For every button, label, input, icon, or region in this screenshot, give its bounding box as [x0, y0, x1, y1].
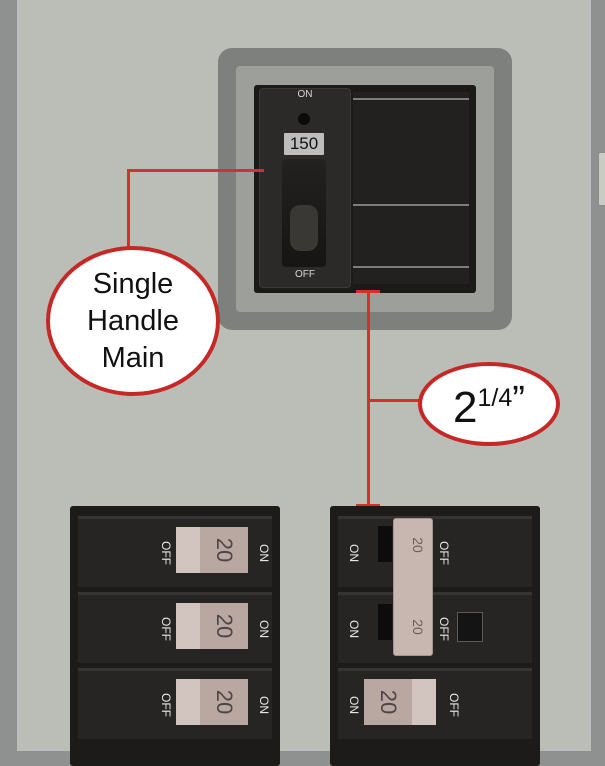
breaker-off-label: OFF — [159, 617, 173, 641]
main-breaker-off-label: OFF — [295, 269, 315, 280]
dimension-leader — [367, 399, 421, 402]
tandem-tie-bar: 20 20 — [393, 518, 433, 656]
branch-breakers-right: ON OFF ON OFF ON 20 OFF — [330, 506, 540, 766]
breaker-on-label: ON — [347, 696, 361, 714]
panel-edge-tab — [598, 152, 605, 206]
branch-breaker: ON OFF — [338, 516, 532, 587]
breaker-handle: 20 — [176, 527, 248, 573]
breaker-on-label: ON — [257, 696, 271, 714]
branch-breaker: OFF 20 ON — [78, 668, 272, 739]
main-callout-leader-vertical — [127, 169, 130, 249]
main-breaker-on-label: ON — [297, 89, 313, 100]
breaker-handle-face: 20 — [200, 603, 248, 649]
breaker-handle-shade — [176, 603, 200, 649]
main-breaker-indicator-dot — [298, 113, 310, 125]
main-breaker-rating: 150 — [284, 133, 324, 155]
breaker-rating: 20 — [211, 537, 237, 563]
breaker-handle-face: 20 — [200, 527, 248, 573]
breaker-indicator-square — [457, 612, 483, 642]
main-callout-bubble: Single Handle Main — [46, 246, 220, 396]
branch-breaker: OFF 20 ON — [78, 516, 272, 587]
dimension-bottom-tick — [356, 504, 380, 507]
breaker-off-label: OFF — [437, 541, 451, 565]
main-breaker: ON 150 OFF — [259, 88, 351, 288]
breaker-on-label: ON — [347, 544, 361, 562]
main-breaker-blank-slot — [353, 92, 469, 284]
branch-breakers-left: OFF 20 ON OFF 20 ON OFF 20 ON — [70, 506, 280, 766]
breaker-rating: 20 — [211, 689, 237, 715]
breaker-handle-shade — [412, 679, 436, 725]
breaker-on-label: ON — [347, 620, 361, 638]
breaker-handle-shade — [176, 679, 200, 725]
branch-breaker: OFF 20 ON — [78, 592, 272, 663]
breaker-handle-shade — [176, 527, 200, 573]
breaker-off-label: OFF — [159, 693, 173, 717]
dimension-whole: 2 — [453, 382, 478, 432]
breaker-on-label: ON — [257, 620, 271, 638]
main-callout-line-1: Single — [92, 267, 174, 300]
slot-divider — [353, 204, 469, 206]
breaker-handle-face: 20 — [200, 679, 248, 725]
main-callout-line-3: Main — [101, 341, 165, 374]
slot-divider — [353, 266, 469, 268]
dimension-callout-bubble: 21/4” — [418, 362, 560, 446]
tie-bar-rating-bottom: 20 — [409, 619, 426, 635]
breaker-off-label: OFF — [159, 541, 173, 565]
slot-divider — [353, 98, 469, 100]
breaker-rating: 20 — [211, 613, 237, 639]
breaker-tab — [378, 604, 392, 640]
branch-breaker: ON 20 OFF — [338, 668, 532, 739]
breaker-tab — [378, 526, 392, 562]
dimension-unit: ” — [512, 378, 525, 421]
branch-breaker: ON OFF — [338, 592, 532, 663]
breaker-handle: 20 — [364, 679, 436, 725]
dimension-fraction: 1/4 — [477, 383, 513, 412]
main-callout-text: Single Handle Main — [87, 266, 179, 377]
dimension-line — [367, 290, 370, 507]
breaker-handle: 20 — [176, 679, 248, 725]
breaker-rating: 20 — [375, 689, 401, 715]
breaker-off-label: OFF — [447, 693, 461, 717]
main-breaker-handle — [282, 159, 326, 267]
breaker-off-label: OFF — [437, 617, 451, 641]
main-callout-leader-horizontal — [128, 169, 264, 172]
tie-bar-rating-top: 20 — [409, 537, 426, 553]
breaker-handle: 20 — [176, 603, 248, 649]
main-callout-line-2: Handle — [87, 304, 179, 337]
main-breaker-handle-grip — [290, 205, 318, 251]
breaker-on-label: ON — [257, 544, 271, 562]
breaker-handle-face: 20 — [364, 679, 412, 725]
dimension-callout-text: 21/4” — [453, 379, 525, 430]
